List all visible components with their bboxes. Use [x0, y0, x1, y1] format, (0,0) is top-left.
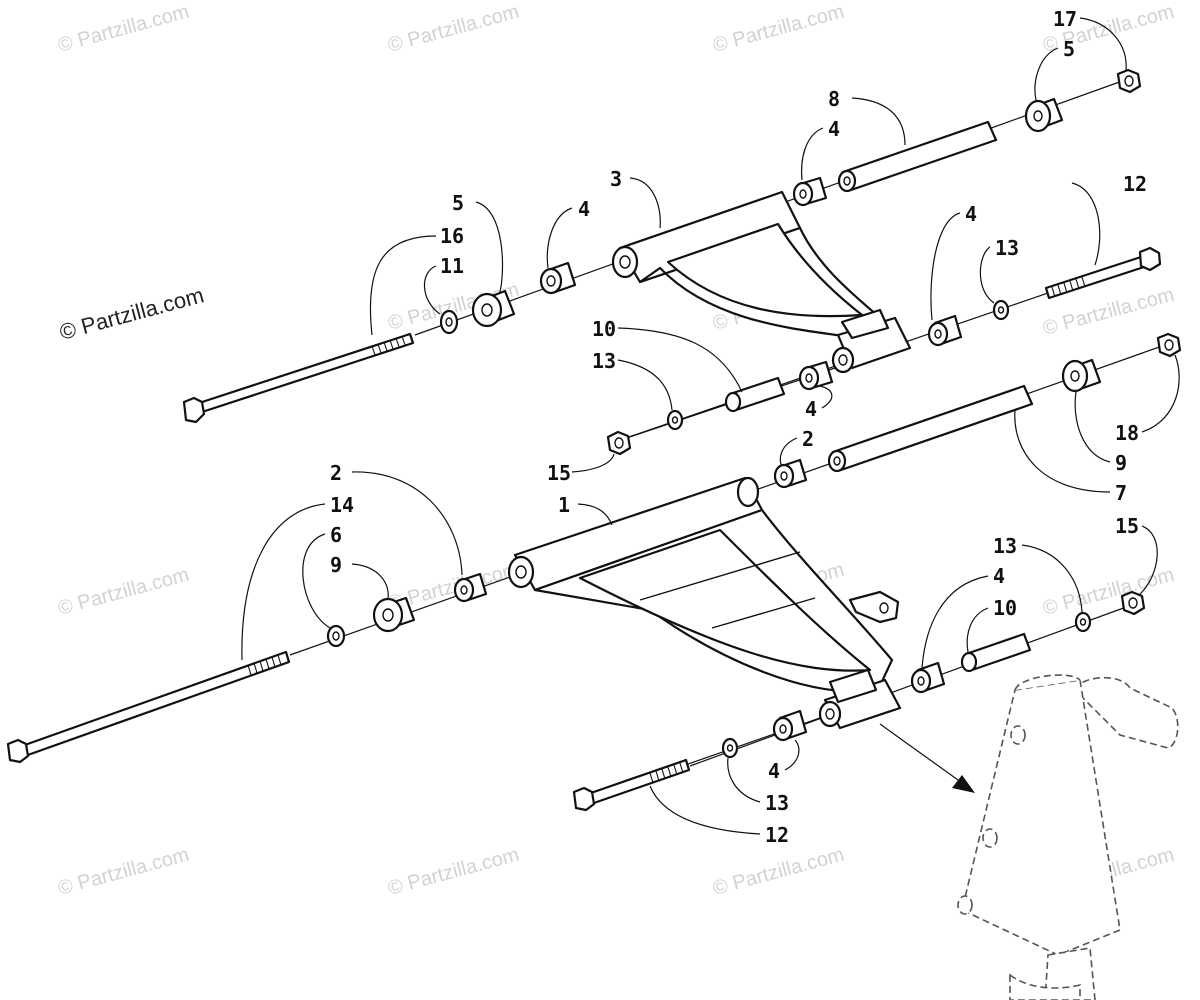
lower-nut-15: [1120, 590, 1146, 616]
watermark-text: © Partzilla.com: [386, 1, 522, 57]
lower-sleeve-7: [827, 384, 1034, 473]
callout-9-right: 9: [1115, 451, 1127, 475]
lower-bushing-bottom: [772, 709, 808, 742]
assembly-arrow-line: [879, 723, 966, 786]
lower-sleeve-10: [960, 632, 1032, 673]
upper-washer-11: [439, 309, 459, 335]
lower-bushing-left: [453, 572, 488, 603]
callout-9-left: 9: [330, 553, 342, 577]
upper-bushing-top: [792, 176, 828, 207]
upper-flanged-bushing-right: [1024, 97, 1064, 133]
lower-long-bolt: [6, 650, 291, 764]
lower-washer-6: [326, 624, 346, 648]
callout-14: 14: [330, 493, 354, 517]
upper-nut-15: [606, 430, 632, 456]
upper-nut-17: [1116, 68, 1142, 94]
callout-15-right: 15: [1115, 514, 1139, 538]
spindle-reference: [957, 674, 1179, 1000]
lower-callouts: 2 18 9 7 1 2 14 6 9 15 13 4 10: [241, 354, 1180, 847]
callout-7: 7: [1115, 481, 1127, 505]
callout-12-bottom: 12: [765, 823, 789, 847]
callout-2-top: 2: [802, 427, 814, 451]
upper-bolt-12: [1044, 246, 1162, 300]
callout-8: 8: [828, 87, 840, 111]
callout-4-bottom: 4: [768, 759, 780, 783]
callout-4-right-lower: 4: [993, 564, 1005, 588]
lower-washer-13-bottom: [721, 737, 739, 759]
callout-18: 18: [1115, 421, 1139, 445]
callout-13-bottom: 13: [765, 791, 789, 815]
watermark-main-text: © Partzilla.com: [57, 282, 207, 345]
assembly-arrowhead: [952, 775, 975, 793]
watermark-text: © Partzilla.com: [1041, 564, 1177, 620]
callout-17: 17: [1053, 7, 1077, 31]
callout-4-top: 4: [828, 117, 840, 141]
upper-washer-13-mid: [666, 409, 684, 431]
callout-13-right: 13: [995, 236, 1019, 260]
callout-16: 16: [440, 224, 464, 248]
callout-1: 1: [558, 493, 570, 517]
callout-2-left: 2: [330, 461, 342, 485]
callout-13-right-lower: 13: [993, 534, 1017, 558]
callout-15-nut: 15: [547, 461, 571, 485]
lower-washer-13-right: [1074, 611, 1092, 633]
upper-bushing-left: [539, 261, 577, 295]
upper-long-bolt: [182, 332, 415, 424]
lower-bushing-right: [910, 661, 946, 694]
watermark-text: © Partzilla.com: [56, 844, 192, 900]
callout-3: 3: [610, 167, 622, 191]
upper-flanged-bushing-left: [471, 289, 516, 328]
callout-6: 6: [330, 523, 342, 547]
watermark-text: © Partzilla.com: [56, 1, 192, 57]
upper-mid-axis-line: [611, 367, 836, 444]
watermark-text: © Partzilla.com: [711, 1, 847, 57]
callout-4-left: 4: [578, 197, 590, 221]
watermark-text: © Partzilla.com: [711, 844, 847, 900]
upper-washer-13-right: [992, 299, 1010, 321]
lower-bushing-top: [773, 458, 808, 489]
lower-nut-18: [1156, 332, 1182, 358]
callout-10-right: 10: [993, 596, 1017, 620]
upper-callouts: 17 5 8 4 3 4 5 16 11 12 4 13 10: [369, 7, 1147, 485]
callout-4-bushing: 4: [805, 397, 817, 421]
callout-13-mid: 13: [592, 349, 616, 373]
callout-5-left: 5: [452, 191, 464, 215]
lower-a-arm-assembly: 2 18 9 7 1 2 14 6 9 15 13 4 10: [6, 332, 1182, 1000]
callout-11: 11: [440, 254, 464, 278]
upper-sleeve-8: [837, 120, 998, 193]
lower-a-arm-frame: [507, 476, 902, 730]
callout-12-right: 12: [1123, 172, 1147, 196]
upper-a-arm-frame: [611, 190, 912, 374]
upper-bushing-right: [927, 314, 963, 347]
upper-bushing-mid: [798, 360, 834, 391]
upper-a-arm-assembly: 17 5 8 4 3 4 5 16 11 12 4 13 10: [182, 7, 1162, 485]
watermark-text: © Partzilla.com: [386, 844, 522, 900]
lower-flanged-bushing-left: [372, 596, 416, 633]
lower-bolt-12: [572, 758, 691, 812]
upper-sleeve-10: [724, 376, 786, 413]
callout-5-right: 5: [1063, 37, 1075, 61]
callout-10: 10: [592, 317, 616, 341]
callout-4-right: 4: [965, 202, 977, 226]
watermark-text: © Partzilla.com: [56, 564, 192, 620]
lower-flanged-bushing-right: [1061, 358, 1102, 393]
